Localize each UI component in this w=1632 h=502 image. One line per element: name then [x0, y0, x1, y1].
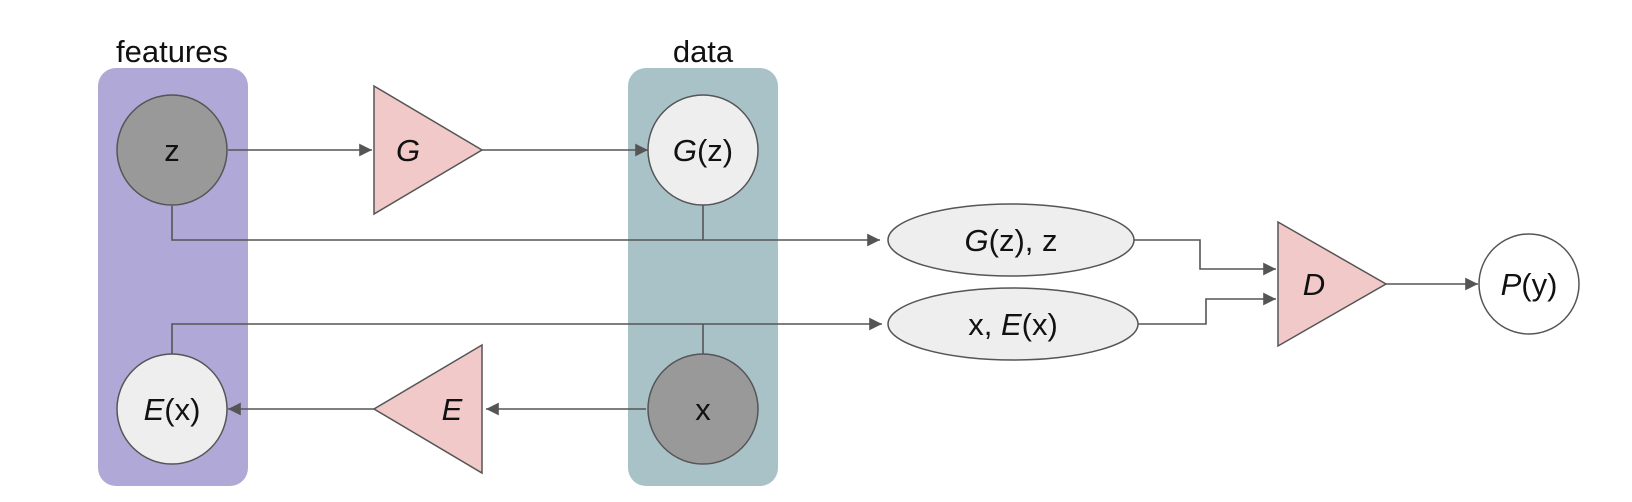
node-gz-z-label: G(z), z	[965, 223, 1058, 258]
node-ex	[116, 353, 228, 465]
node-x-ex-label: x, E(x)	[968, 307, 1058, 342]
node-py-label: P(y)	[1501, 267, 1558, 302]
node-x-label: x	[695, 392, 711, 427]
features-title: features	[116, 34, 228, 69]
node-x-ex	[887, 287, 1139, 361]
node-z-label: z	[164, 133, 180, 168]
network-G	[373, 84, 484, 216]
network-G-label: G	[396, 133, 420, 168]
edge-x-ex-to-D	[1138, 292, 1276, 325]
edge-z-to-gz-z	[171, 206, 880, 247]
node-z	[116, 94, 228, 206]
node-py	[1478, 233, 1580, 335]
edge-ex-to-x-ex	[171, 317, 882, 361]
edge-gz-z-to-D	[1134, 239, 1276, 276]
network-D	[1277, 220, 1388, 348]
node-gz	[647, 94, 759, 206]
node-gz-z	[887, 203, 1135, 277]
network-D-label: D	[1303, 267, 1325, 302]
node-ex-label: E(x)	[144, 392, 201, 427]
edges	[171, 143, 1478, 416]
node-x	[647, 353, 759, 465]
data-title: data	[673, 34, 734, 69]
network-E	[372, 343, 483, 475]
network-E-label: E	[442, 392, 463, 427]
node-gz-label: G(z)	[673, 133, 733, 168]
